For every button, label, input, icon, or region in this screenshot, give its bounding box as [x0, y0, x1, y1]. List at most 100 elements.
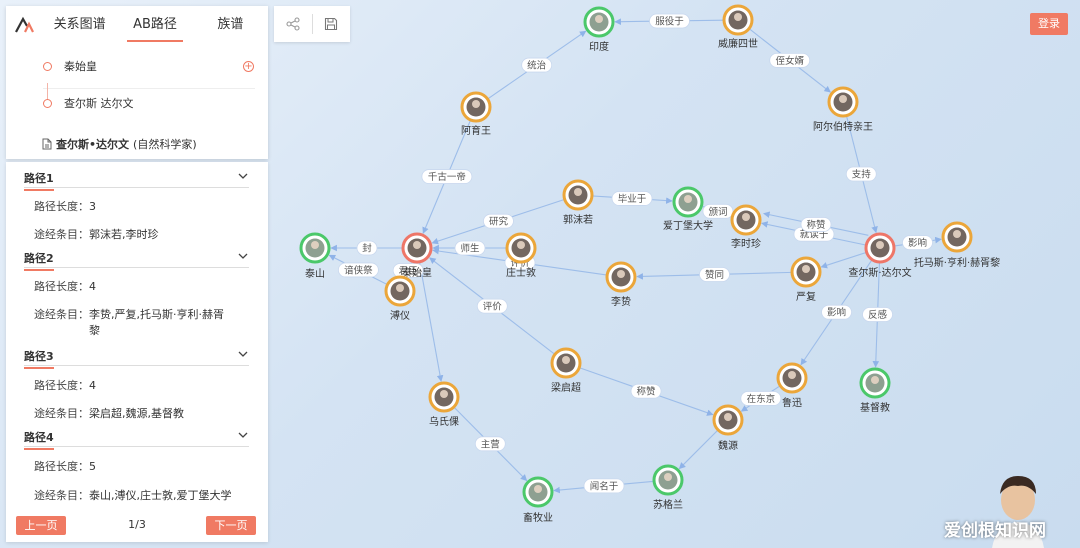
length-value: 4	[89, 379, 96, 392]
edge-label[interactable]: 服役于	[649, 13, 690, 29]
graph-node-zhuang[interactable]: 庄士敦	[505, 232, 537, 279]
login-button[interactable]: 登录	[1030, 13, 1068, 35]
via-label: 途经条目：	[34, 308, 89, 321]
graph-node-albert[interactable]: 阿尔伯特亲王	[813, 86, 873, 133]
graph-node-lizhi[interactable]: 李贽	[605, 261, 637, 308]
path-4-header[interactable]: 路径4	[24, 427, 249, 450]
svg-text:影响: 影响	[827, 307, 846, 319]
edge-label[interactable]: 支持	[845, 166, 877, 182]
edge-label[interactable]: 君臣	[392, 263, 424, 278]
edge-label[interactable]: 封	[356, 240, 378, 256]
node-label: 鲁迅	[782, 396, 802, 409]
edge-label[interactable]: 赞同	[699, 267, 730, 282]
graph-node-lishizhen[interactable]: 李时珍	[730, 204, 762, 250]
connector-line	[47, 83, 48, 105]
path-title: 路径2	[24, 250, 54, 271]
graph-node-christ[interactable]: 基督教	[859, 367, 891, 414]
node-label: 托马斯·亨利·赫胥黎	[914, 256, 1000, 269]
node-label: 查尔斯·达尔文	[848, 266, 911, 279]
edge-label[interactable]: 谙侠祭	[337, 262, 379, 278]
edge-label[interactable]: 侄女婿	[769, 52, 811, 68]
tab-genealogy[interactable]: 族谱	[217, 17, 244, 32]
via-value: 郭沫若,李时珍	[89, 228, 159, 241]
save-button[interactable]	[312, 6, 350, 42]
graph-node-xumu[interactable]: 畜牧业	[522, 476, 554, 524]
via-label: 途经条目：	[34, 228, 89, 241]
path-end-row[interactable]: 查尔斯 达尔文	[6, 85, 268, 121]
graph-node-yanfu[interactable]: 严复	[790, 256, 822, 303]
node-label: 李贽	[611, 295, 631, 308]
graph-node-puyi[interactable]: 溥仪	[384, 275, 416, 322]
graph-node-liang[interactable]: 梁启超	[550, 347, 582, 394]
graph-edge[interactable]	[418, 261, 444, 382]
edge-label[interactable]: 称赞	[630, 383, 662, 399]
edge-label[interactable]: 师生	[454, 240, 486, 256]
graph-node-huxley[interactable]: 托马斯·亨利·赫胥黎	[914, 221, 1000, 269]
save-icon	[325, 17, 338, 31]
chevron-down-icon[interactable]	[237, 429, 249, 441]
edge-label[interactable]: 研究	[483, 213, 514, 229]
graph-node-asoka[interactable]: 阿育王	[460, 91, 492, 137]
path-3-via: 途经条目：梁启超,魏源,基督教	[34, 405, 184, 421]
share-icon	[286, 17, 300, 31]
pagination: 上一页 1/3 下一页	[6, 516, 268, 538]
path-title: 路径1	[24, 170, 54, 191]
graph-node-sugelan[interactable]: 苏格兰	[652, 464, 684, 511]
graph-node-qin[interactable]: 秦始皇	[401, 232, 433, 279]
graph-node-lu[interactable]: 鲁迅	[776, 362, 808, 409]
chevron-down-icon[interactable]	[237, 348, 249, 360]
edge-label[interactable]: 评价	[476, 298, 508, 314]
path-1-length: 路径长度：3	[34, 198, 96, 214]
path-1-via: 途经条目：郭沫若,李时珍	[34, 226, 159, 242]
graph-node-darwin[interactable]: 查尔斯·达尔文	[848, 232, 912, 279]
edge-label[interactable]: 统治	[521, 57, 553, 73]
via-value: 李贽,严复,托马斯·亨利·赫胥黎	[89, 308, 224, 337]
share-button[interactable]	[274, 6, 312, 42]
edge-label[interactable]: 颁词	[702, 203, 734, 219]
graph-edge[interactable]	[820, 251, 867, 269]
graph-node-india[interactable]: 印度	[583, 6, 615, 53]
next-page-button[interactable]: 下一页	[206, 516, 256, 535]
prev-page-button[interactable]: 上一页	[16, 516, 66, 535]
edge-label[interactable]: 影响	[902, 235, 933, 251]
edge-label[interactable]: 影响	[821, 304, 852, 320]
page-indicator: 1/3	[128, 518, 146, 531]
edge-label[interactable]: 主营	[474, 436, 506, 452]
app-logo[interactable]	[6, 16, 42, 34]
svg-text:师生: 师生	[460, 243, 480, 255]
path-start-row[interactable]: 秦始皇 +	[6, 48, 268, 84]
node-label: 梁启超	[551, 381, 581, 394]
graph-node-weiyuan[interactable]: 魏源	[712, 404, 744, 452]
chevron-down-icon[interactable]	[237, 250, 249, 262]
svg-text:赞同: 赞同	[705, 269, 724, 281]
node-label: 畜牧业	[523, 511, 553, 524]
length-value: 5	[89, 460, 96, 473]
graph-node-william[interactable]: 威廉四世	[718, 4, 758, 50]
chevron-down-icon[interactable]	[237, 170, 249, 182]
edge-label[interactable]: 称赞	[800, 217, 832, 232]
length-label: 路径长度：	[34, 280, 89, 293]
path-3-header[interactable]: 路径3	[24, 346, 249, 369]
person-info[interactable]: 查尔斯•达尔文 (自然科学家)	[42, 136, 197, 152]
edge-label[interactable]: 反感	[862, 307, 893, 322]
edge-label[interactable]: 在东京	[740, 391, 782, 406]
graph-node-edinburgh[interactable]: 爱丁堡大学	[663, 186, 713, 232]
tab-ab-path[interactable]: AB路径	[117, 6, 192, 44]
edge-label[interactable]: 闻名于	[583, 478, 625, 494]
node-label: 泰山	[305, 267, 325, 280]
graph-edge[interactable]	[678, 429, 719, 470]
tab-relation-graph[interactable]: 关系图谱	[53, 17, 106, 32]
svg-text:谙侠祭: 谙侠祭	[344, 264, 373, 276]
add-icon[interactable]: +	[243, 60, 254, 72]
graph-node-guo[interactable]: 郭沫若	[562, 179, 594, 226]
divider	[43, 88, 255, 89]
graph-node-taishan[interactable]: 泰山	[299, 232, 331, 280]
svg-text:影响: 影响	[908, 237, 927, 249]
path-1-header[interactable]: 路径1	[24, 168, 249, 191]
path-2-header[interactable]: 路径2	[24, 248, 249, 271]
node-label: 爱丁堡大学	[663, 219, 713, 232]
edge-label[interactable]: 千古一帝	[421, 169, 473, 184]
edge-label[interactable]: 毕业于	[611, 191, 653, 206]
graph-node-wushi[interactable]: 乌氏倮	[428, 381, 460, 428]
